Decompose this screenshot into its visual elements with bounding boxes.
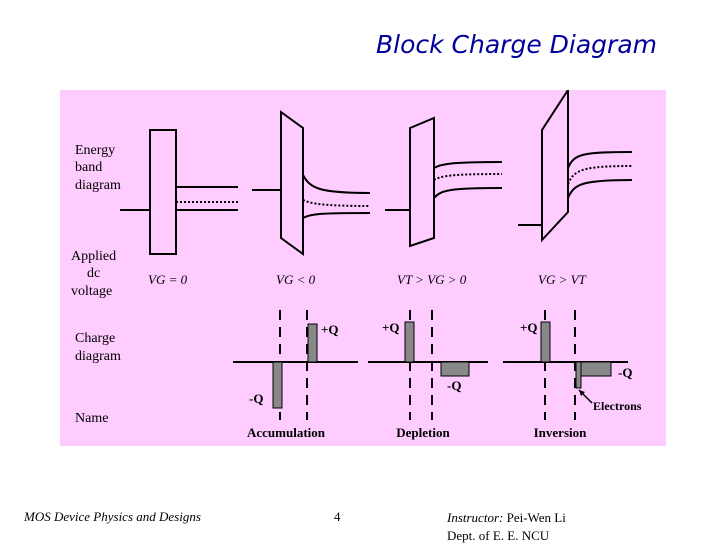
instructor-label: Instructor: — [447, 510, 504, 525]
charge-label-acc-neg: -Q — [249, 391, 263, 406]
charge-label-dep-pos: +Q — [382, 320, 400, 335]
mode-inversion: Inversion — [534, 425, 588, 440]
electrons-arrowhead — [579, 390, 585, 396]
slide-title: Block Charge Diagram — [376, 30, 657, 59]
charge-diagram-depletion — [368, 310, 488, 420]
footer-instructor: Instructor: Pei-Wen Li Dept. of E. E. NC… — [447, 509, 566, 545]
charge-label-electrons: Electrons — [593, 399, 642, 413]
page-number: 4 — [334, 509, 341, 524]
band-diagram-depletion — [385, 116, 503, 248]
mode-accumulation: Accumulation — [247, 425, 326, 440]
charge-diagram-inversion — [503, 310, 628, 420]
charge-label-inv-pos: +Q — [520, 320, 538, 335]
charge-label-inv-neg: -Q — [618, 365, 632, 380]
voltage-label-inversion: VG > VT — [538, 272, 587, 287]
mode-depletion: Depletion — [396, 425, 450, 440]
charge-label-dep-neg: -Q — [447, 378, 461, 393]
voltage-label-depletion: VT > VG > 0 — [397, 272, 467, 287]
label-charge-2: diagram — [75, 349, 121, 364]
label-name: Name — [75, 411, 108, 426]
band-diagram-inversion — [518, 90, 633, 243]
block-charge-figure: Energy band diagram Applied dc voltage C… — [60, 90, 666, 446]
label-charge-1: Charge — [75, 331, 115, 346]
band-diagram-flat — [120, 129, 238, 255]
footer-course: MOS Device Physics and Designs — [24, 509, 201, 524]
label-applied-3: voltage — [71, 284, 112, 299]
charge-diagram-accumulation — [233, 310, 358, 420]
band-diagram-accumulation — [252, 110, 371, 256]
label-applied-1: Applied — [71, 249, 116, 264]
department: Dept. of E. E. NCU — [447, 528, 550, 543]
label-applied-2: dc — [87, 266, 100, 281]
mos-diagram: Energy band diagram Applied dc voltage C… — [71, 90, 642, 440]
instructor-name: Pei-Wen Li — [506, 510, 566, 525]
label-energy-2: band — [75, 160, 102, 175]
charge-label-acc-pos: +Q — [321, 322, 339, 337]
voltage-label-accumulation: VG < 0 — [276, 272, 316, 287]
label-energy-1: Energy — [75, 143, 115, 158]
label-energy-3: diagram — [75, 178, 121, 193]
voltage-label-flat: VG = 0 — [148, 272, 188, 287]
